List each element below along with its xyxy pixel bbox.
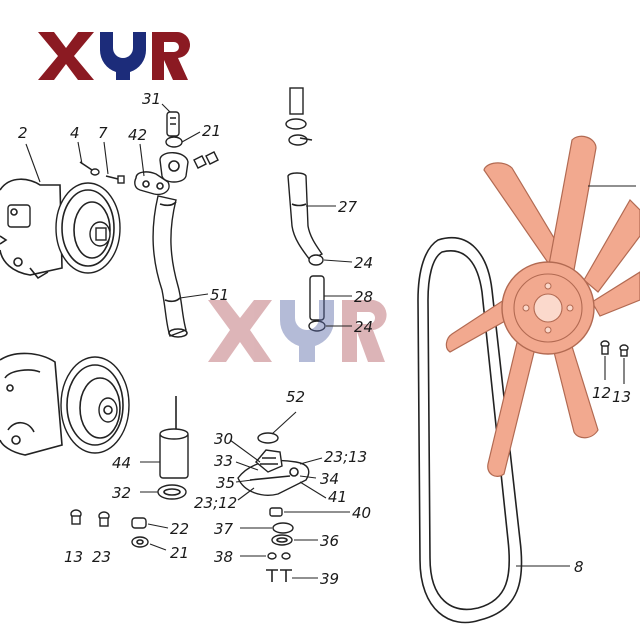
callout-41: 41 (328, 488, 347, 506)
callout-23-13: 23;13 (324, 448, 367, 466)
callout-12-right: 12 (592, 384, 611, 402)
callout-22: 22 (170, 520, 189, 538)
callout-30: 30 (214, 430, 233, 448)
screws-39 (266, 569, 292, 582)
watermark (208, 299, 387, 362)
callout-labels: 2 4 7 42 31 21 27 24 28 24 51 52 30 23;1… (18, 90, 631, 588)
bolt-13-right (619, 344, 629, 357)
thermostat-housing (159, 111, 219, 183)
callout-37: 37 (214, 520, 234, 538)
bolt-4 (79, 161, 100, 176)
leader-lines (25, 103, 570, 579)
callout-42: 42 (128, 126, 147, 144)
water-pump-upper (0, 178, 121, 280)
bolt-7 (105, 175, 125, 184)
callout-52: 52 (286, 388, 305, 406)
logo-y-mark (99, 32, 147, 80)
outlet-flange-42 (134, 171, 170, 196)
water-pump-lower (0, 352, 130, 456)
callout-40: 40 (352, 504, 371, 522)
bolt-12-right (600, 340, 610, 355)
callout-21-bottom: 21 (170, 544, 189, 562)
washer-52 (257, 432, 279, 444)
pin-40 (269, 507, 283, 517)
spring-37 (272, 522, 294, 534)
callout-35: 35 (216, 474, 235, 492)
callout-39: 39 (320, 570, 339, 588)
callout-13-left: 13 (64, 548, 83, 566)
tube-28 (309, 275, 325, 321)
clamp-24-lower (308, 320, 326, 332)
fan-blades (445, 135, 640, 477)
ring-32 (157, 484, 187, 500)
sleeve-44 (159, 396, 189, 479)
ring-36 (271, 534, 293, 546)
callout-32: 32 (112, 484, 131, 502)
clamp-24-upper (308, 254, 324, 266)
callout-44: 44 (112, 454, 131, 472)
callout-28: 28 (354, 288, 373, 306)
control-assembly (237, 449, 310, 496)
logo-x-mark (38, 32, 94, 80)
pipe-upper (285, 87, 313, 146)
hose-27 (287, 172, 324, 261)
callout-21-top: 21 (202, 122, 221, 140)
washers-38 (267, 552, 291, 560)
callout-27: 27 (338, 198, 358, 216)
callout-23-left: 23 (92, 548, 111, 566)
plug-13 (70, 509, 82, 525)
cooling-fan (445, 135, 640, 477)
hose-51 (152, 195, 188, 338)
callout-23-12: 23;12 (194, 494, 237, 512)
callout-2: 2 (18, 124, 28, 142)
logo-r-mark (152, 31, 191, 81)
callout-34: 34 (320, 470, 339, 488)
callout-31: 31 (142, 90, 161, 108)
callout-13-right: 13 (612, 388, 631, 406)
washer-21 (131, 536, 149, 548)
callout-36: 36 (320, 532, 339, 550)
plug-23 (98, 511, 110, 527)
callout-24-upper: 24 (354, 254, 373, 272)
brand-logo (38, 31, 191, 81)
v-belt-8 (417, 237, 523, 624)
callout-51: 51 (210, 286, 229, 304)
callout-8: 8 (574, 558, 584, 576)
callout-33: 33 (214, 452, 233, 470)
plug-22 (131, 517, 147, 529)
callout-38: 38 (214, 548, 233, 566)
callout-7: 7 (98, 124, 108, 142)
callout-24-lower: 24 (354, 318, 373, 336)
callout-4: 4 (70, 124, 80, 142)
